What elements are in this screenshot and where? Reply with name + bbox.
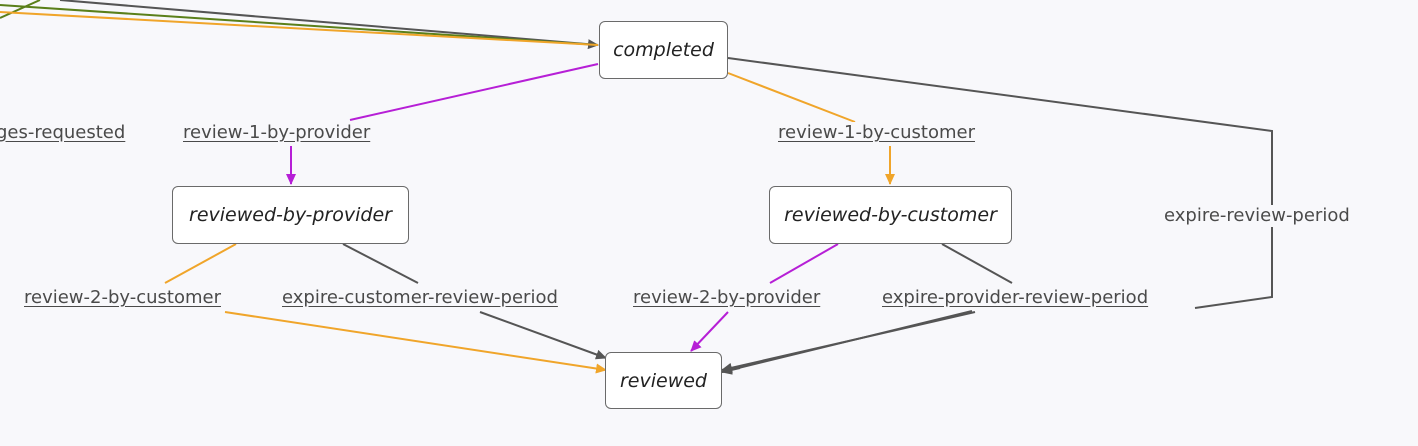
transition-review-1-by-provider[interactable]: review-1-by-provider — [181, 122, 373, 144]
transition-changes-requested[interactable]: ges-requested — [0, 122, 128, 144]
state-completed[interactable]: completed — [599, 21, 728, 79]
edge-incoming-gray — [59, 0, 599, 50]
edge-review-2-by-customer-a — [164, 243, 237, 284]
state-reviewed-by-customer[interactable]: reviewed-by-customer — [769, 186, 1012, 244]
state-reviewed-by-provider[interactable]: reviewed-by-provider — [172, 186, 409, 244]
edge-incoming-green — [0, 0, 41, 19]
edge-expire-customer-review-period-b — [479, 311, 607, 360]
transition-expire-provider-review-period[interactable]: expire-provider-review-period — [880, 287, 1151, 309]
edge-incoming-orange — [0, 11, 599, 46]
transition-review-2-by-customer[interactable]: review-2-by-customer — [22, 287, 223, 309]
transition-expire-review-period: expire-review-period — [1162, 205, 1352, 227]
edge-review-1-by-provider-a — [349, 63, 599, 121]
state-reviewed[interactable]: reviewed — [605, 352, 722, 409]
edge-expire-customer-review-period-a — [342, 243, 419, 284]
edge-expire-provider-review-period-b — [721, 311, 976, 373]
edge-review-2-by-provider-b — [690, 311, 729, 352]
edge-expire-provider-review-period-a — [941, 243, 1013, 284]
edge-review-2-by-provider-a — [769, 243, 839, 284]
edge-review-1-by-customer-a — [727, 72, 856, 123]
transition-review-1-by-customer[interactable]: review-1-by-customer — [776, 122, 977, 144]
transition-review-2-by-provider[interactable]: review-2-by-provider — [631, 287, 823, 309]
edge-review-2-by-customer-b — [224, 311, 607, 374]
edge-incoming-green-2 — [0, 4, 599, 46]
transition-expire-customer-review-period[interactable]: expire-customer-review-period — [280, 287, 560, 309]
